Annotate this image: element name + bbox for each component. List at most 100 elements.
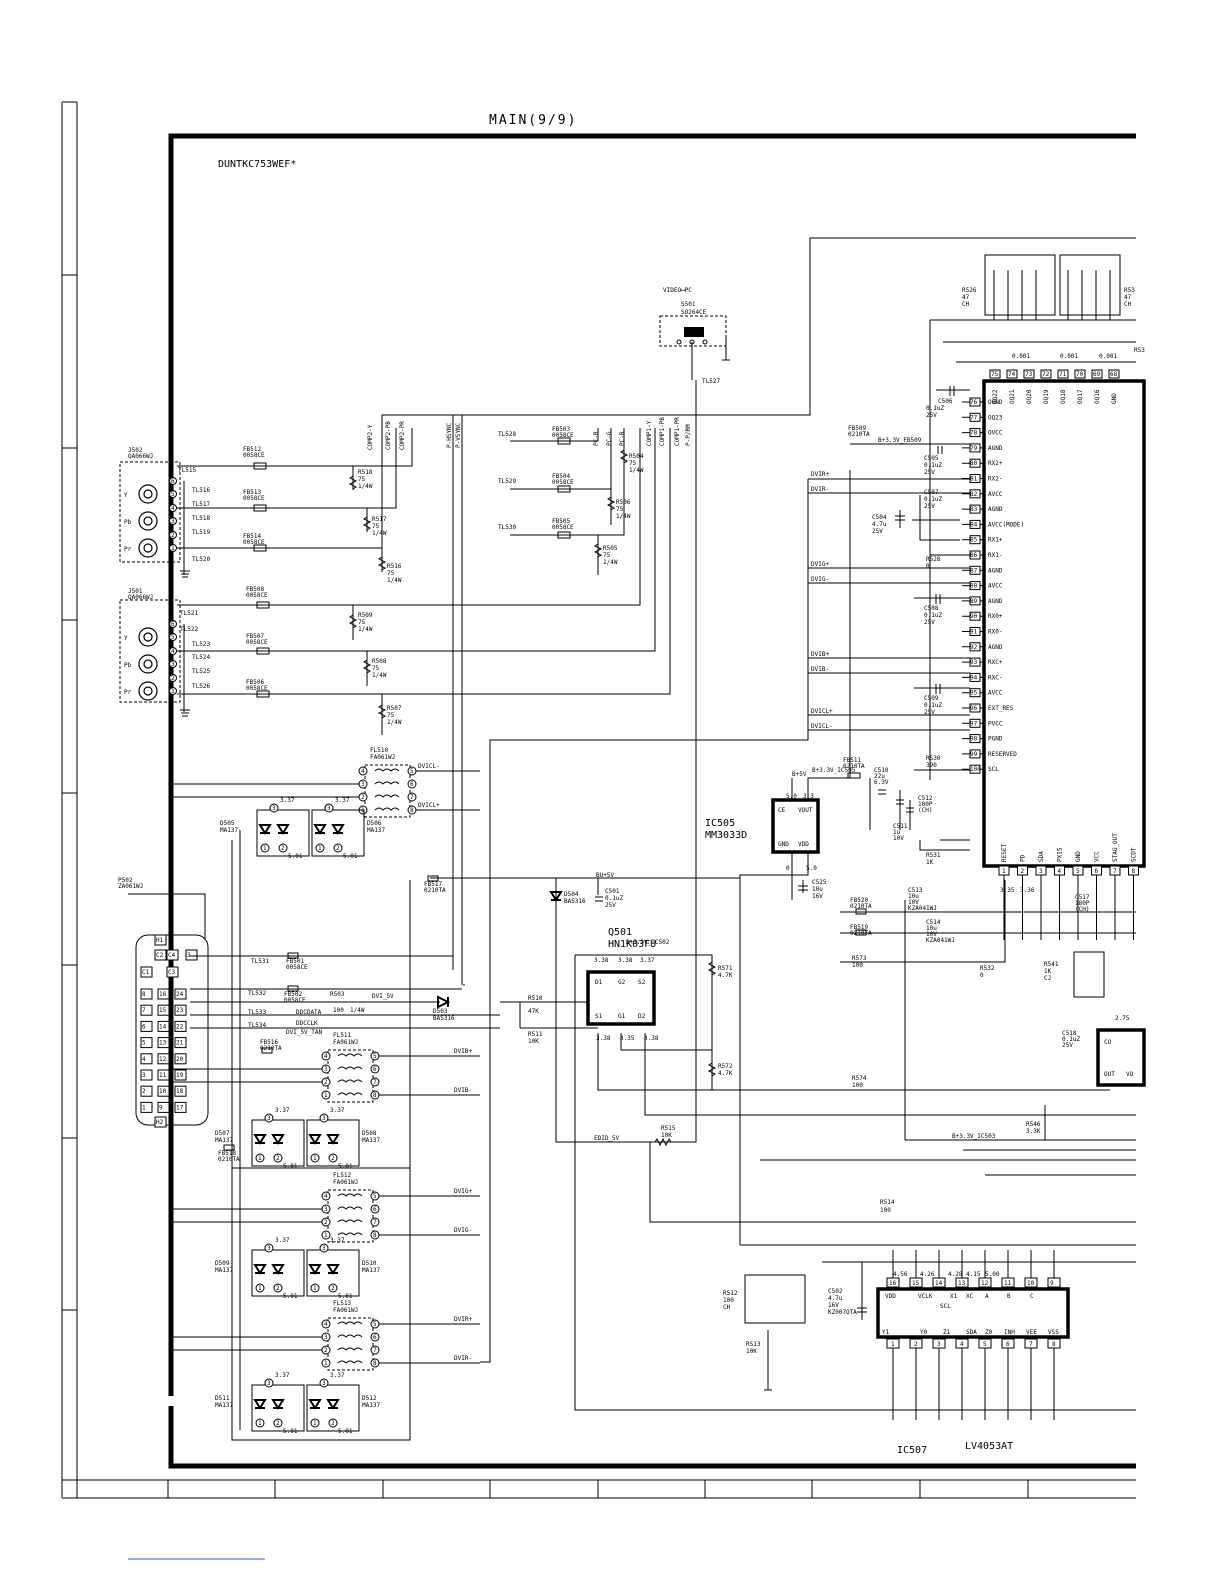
- main-ic-pin-name: PVCC: [988, 720, 1003, 727]
- svg-text:SO264CE: SO264CE: [681, 309, 707, 316]
- svg-text:S501: S501: [681, 301, 696, 308]
- diode-pin-number: 3: [267, 1245, 271, 1252]
- main-ic-pin-number: 99: [970, 751, 978, 758]
- diode-voltage: 5.01: [283, 1428, 298, 1435]
- fl-filter-pin: [321, 1358, 331, 1368]
- fl-filter-pin-number: 6: [410, 781, 414, 788]
- fl-filter-pin-number: 7: [373, 1347, 377, 1354]
- fl-filter-coil: [374, 807, 400, 811]
- fl-filter-pin-number: 6: [373, 1066, 377, 1073]
- svg-text:1/4W: 1/4W: [358, 626, 373, 633]
- diode-pin-number: 3: [322, 1380, 326, 1387]
- main-ic-pin-box: [969, 703, 981, 713]
- svg-text:Pb: Pb: [124, 662, 132, 669]
- fl-filter-pin: [370, 1064, 380, 1074]
- resistor-networks-top: R526 47 CH R53 47 CH 0.001 0.001 0.001: [929, 254, 1136, 390]
- page-frame: [61, 101, 1136, 1560]
- diode-pin-number: 1: [258, 1155, 262, 1162]
- diode-pin-number: 2: [331, 1420, 335, 1427]
- esd-diode-symbol: [253, 1399, 267, 1410]
- main-ic-pin-box: [969, 627, 981, 636]
- fl-filter-pin-number: 2: [324, 1347, 328, 1354]
- svg-text:TL522: TL522: [180, 626, 198, 633]
- main-ic-pin-box: [969, 596, 981, 606]
- svg-text:C501: C501: [605, 888, 620, 895]
- svg-text:75: 75: [629, 460, 637, 467]
- svg-text:FB509: FB509: [848, 425, 866, 432]
- p502-pin-label: H2: [156, 1119, 164, 1126]
- svg-text:DVI_5V_TAN: DVI_5V_TAN: [286, 1029, 323, 1036]
- diode-pin: [310, 1418, 320, 1428]
- fb516-part: 0210TA: [260, 1045, 282, 1052]
- main-ic-pin-number: 89: [970, 598, 978, 605]
- svg-text:Y: Y: [124, 492, 128, 499]
- fl-filter-part: FA061WJ: [333, 1307, 358, 1314]
- svg-text:2: 2: [171, 532, 175, 539]
- main-ic-bottom-pin-name: VCC: [1094, 851, 1101, 862]
- fl-filter-ref: FL512: [333, 1172, 351, 1179]
- diode-voltage: 3.37: [280, 797, 295, 804]
- svg-text:QA066WJ: QA066WJ: [128, 453, 153, 460]
- fl-filter-pin-number: 3: [324, 1206, 328, 1213]
- main-ic-pin-name: AGND: [988, 644, 1003, 651]
- p502-pin-number: 6: [142, 1023, 146, 1030]
- ic507-bottom-pin-number: 2: [914, 1341, 918, 1348]
- fl-filter-ref: FL513: [333, 1300, 351, 1307]
- svg-text:R508: R508: [372, 658, 387, 665]
- p502-pin-label: C1: [142, 969, 150, 976]
- p502-pin-box: [157, 988, 170, 1000]
- diode-pin-number: 3: [322, 1245, 326, 1252]
- svg-text:R506: R506: [616, 499, 631, 506]
- diode-ref: D508: [362, 1130, 377, 1137]
- main-ic-pin-name: RX0+: [988, 613, 1003, 620]
- svg-text:DDCCLK: DDCCLK: [296, 1020, 318, 1027]
- svg-text:C: C: [1030, 1293, 1034, 1300]
- diode-pin-number: 2: [281, 845, 285, 852]
- esd-diode-symbol: [331, 824, 345, 835]
- main-ic-pin-box: [969, 428, 981, 438]
- svg-text:DVICL+: DVICL+: [811, 708, 833, 715]
- svg-text:0058CE: 0058CE: [284, 997, 306, 1004]
- svg-text:FB519: FB519: [850, 924, 868, 931]
- svg-text:TL521: TL521: [180, 610, 198, 617]
- diode-pin: [324, 803, 334, 813]
- diode-pin-number: 1: [263, 845, 267, 852]
- svg-text:1: 1: [171, 545, 175, 552]
- jack-grounds: [180, 481, 190, 717]
- diode-voltage: 5.01: [343, 853, 358, 860]
- j502-connector: J502 QA066WJ Y Pb Pr 6 5 4 3 2 1 TL515 T…: [119, 447, 210, 563]
- main-ic-bottom-pin-number: 5: [1076, 868, 1080, 875]
- esd-diode-symbol: [326, 1399, 340, 1410]
- schematic-title: MAIN(9/9): [489, 113, 577, 128]
- fl-filter-pin: [370, 1332, 380, 1342]
- svg-text:R572: R572: [718, 1063, 733, 1070]
- p502-pin-number: 3: [142, 1072, 146, 1079]
- p502-pin-box: [157, 1101, 170, 1113]
- bottom-ferrites: FB508 0058CE FB507 0058CE FB506 0058CE R…: [177, 428, 671, 735]
- main-ic-pin-box: [969, 412, 981, 422]
- svg-text:QA066WJ: QA066WJ: [128, 594, 153, 601]
- fl-filter-coil: [374, 768, 400, 772]
- diode-part: MA137: [215, 1402, 233, 1409]
- diode-pair-outline: [306, 1119, 360, 1167]
- svg-text:R531: R531: [926, 852, 941, 859]
- svg-text:1/4W: 1/4W: [387, 577, 402, 584]
- ic507-top-pin-number: 11: [1004, 1280, 1012, 1287]
- main-ic-pin-number: 85: [970, 537, 978, 544]
- diode-part: MA137: [215, 1137, 233, 1144]
- svg-text:TL515: TL515: [178, 467, 196, 474]
- svg-text:EDID_5V: EDID_5V: [594, 1135, 620, 1142]
- main-ic-bottom-pin-name: SDA: [1038, 851, 1045, 862]
- svg-text:TL527: TL527: [702, 378, 720, 385]
- fl-net-label: DVIB+: [454, 1048, 472, 1055]
- diode-pin-number: 1: [313, 1420, 317, 1427]
- svg-text:Q501: Q501: [608, 927, 632, 938]
- svg-text:R517: R517: [372, 516, 387, 523]
- q501-mosfet: Q501 HN1K03FU B+3.3V_IC502 D1 G2 S2 S1 G…: [574, 927, 1136, 1411]
- diode-voltage: 3.37: [275, 1107, 290, 1114]
- svg-text:ZA061WJ: ZA061WJ: [118, 883, 143, 890]
- svg-text:25V: 25V: [605, 902, 616, 909]
- svg-text:VO: VO: [1126, 1071, 1134, 1078]
- diode-pin: [310, 1283, 320, 1293]
